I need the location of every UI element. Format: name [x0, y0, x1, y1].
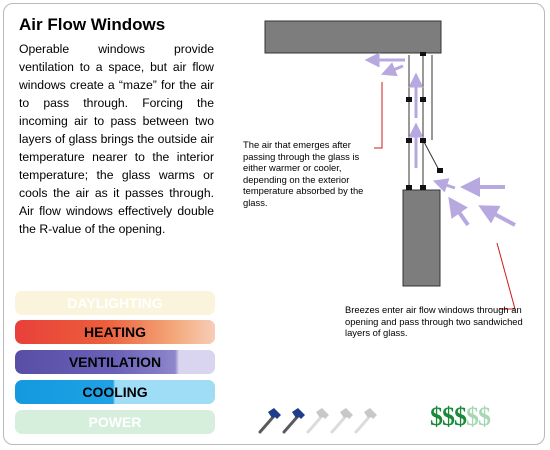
leader-line-bottom: [496, 242, 516, 310]
dollar-icon: $: [478, 402, 491, 431]
hammer-icon: [282, 408, 305, 434]
dollar-icon: $: [430, 402, 443, 431]
dollar-icon: $: [466, 402, 479, 431]
category-label: VENTILATION: [68, 354, 162, 370]
category-label: COOLING: [82, 384, 148, 400]
note-emerging-air: The air that emerges after passing throu…: [243, 139, 364, 208]
category-label: DAYLIGHTING: [67, 295, 163, 311]
note-breezes: Breezes enter air flow windows through a…: [345, 304, 523, 338]
category-label: HEATING: [84, 324, 146, 340]
category-bar-daylighting: DAYLIGHTING: [15, 291, 215, 315]
description-text: Operable windows provide ventilation to …: [19, 42, 214, 236]
cost-rating: [258, 408, 377, 434]
wall-sill: [402, 189, 441, 287]
hammer-icon: [258, 408, 281, 434]
hammer-icon: [354, 408, 377, 434]
hammer-icon: [330, 408, 353, 434]
breeze-arrow: [432, 178, 456, 193]
category-bar-cooling: COOLING: [15, 380, 215, 404]
category-label: POWER: [88, 414, 142, 430]
wall-header: [264, 20, 442, 54]
breeze-arrow: [478, 205, 516, 227]
page-title: Air Flow Windows: [19, 15, 166, 34]
savings-rating: $$$$$: [430, 402, 491, 432]
hammer-icon: [306, 408, 329, 434]
dollar-icon: $: [442, 402, 455, 431]
breeze-arrow: [448, 196, 470, 227]
category-bar-heating: HEATING: [15, 320, 215, 344]
category-bar-ventilation: VENTILATION: [15, 350, 215, 374]
category-bar-power: POWER: [15, 410, 215, 434]
leader-line-top: [374, 82, 383, 149]
dollar-icon: $: [454, 402, 467, 431]
